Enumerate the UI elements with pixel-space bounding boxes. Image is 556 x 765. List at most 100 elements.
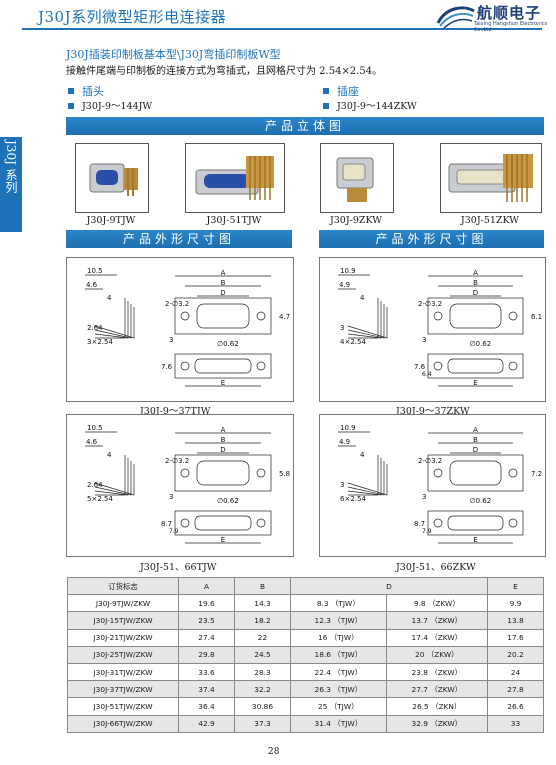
dimension-label: 4	[360, 451, 365, 459]
dimension-label: 10.5	[87, 424, 103, 432]
table-cell: 32.9 （ZKW）	[385, 714, 489, 733]
dimension-label: 2-∅3.2	[418, 457, 442, 465]
col-header: A	[178, 576, 235, 596]
table-cell: J30J-15TJW/ZKW	[67, 611, 179, 630]
table-cell: J30J-51TJW/ZKW	[67, 697, 179, 716]
header-rule	[22, 28, 542, 30]
table-cell: 23.8 （ZKW）	[385, 662, 489, 682]
dimension-label: 3	[340, 481, 344, 489]
pin-line	[347, 304, 385, 339]
mount-hole	[180, 518, 190, 528]
table-cell: 8.3 （TJW）	[290, 594, 387, 613]
dimension-letter: D	[473, 289, 478, 297]
pin-line	[347, 461, 385, 496]
shell-outline	[449, 460, 502, 486]
table-cell: 24	[487, 662, 544, 682]
drawing-caption: J30J-51、66ZKW	[396, 562, 476, 573]
table-cell: 31.4 （TJW）	[290, 714, 387, 733]
page-title: J30J系列微型矩形电连接器	[38, 8, 227, 26]
page-number: 28	[268, 747, 280, 757]
technical-drawing: 10.54.642.645×2.54ABD2-∅3.235.8∅0.62E8.7…	[85, 424, 290, 544]
bottom-shell	[194, 515, 252, 531]
table-cell: J30J-66TJW/ZKW	[67, 714, 179, 733]
dimension-label: 10.9	[340, 424, 356, 432]
dimension-label: 3	[340, 324, 344, 332]
dimension-label: 7.9	[169, 528, 179, 535]
table-cell: 24.5	[234, 645, 291, 664]
mount-hole	[256, 468, 266, 478]
dimension-label: 4	[360, 294, 365, 302]
mount-hole	[508, 518, 518, 528]
dimension-label: 3×2.54	[87, 338, 113, 346]
bottom-outline	[427, 353, 524, 379]
table-cell: 22.4 （TJW）	[290, 662, 387, 682]
col-header: D	[290, 576, 488, 596]
dimension-letter: E	[473, 536, 477, 544]
pin-line	[347, 301, 382, 339]
table-cell: 17.6	[487, 628, 544, 647]
dimension-label: 4.7	[279, 313, 290, 321]
dimension-letter: D	[473, 446, 478, 454]
table-cell: J30J-25TJW/ZKW	[67, 645, 179, 664]
brand-name: 航顺电子	[477, 4, 542, 22]
square-bullet-icon	[68, 103, 74, 109]
dimension-label: 6×2.54	[340, 495, 366, 503]
mount-hole	[433, 311, 443, 321]
table-cell: 32.2	[234, 680, 291, 699]
dimension-label: 4.9	[339, 281, 350, 289]
pin-line	[348, 455, 379, 496]
mount-hole	[508, 468, 518, 478]
mount-hole	[180, 311, 190, 321]
mount-hole	[180, 361, 190, 371]
mount-hole	[256, 361, 266, 371]
mount-hole	[433, 518, 443, 528]
flange-outline	[427, 454, 524, 492]
dimension-letter: B	[473, 279, 478, 287]
table-cell: 13.7 （ZKW）	[385, 611, 489, 630]
dimension-label: 4.9	[339, 438, 350, 446]
table-cell: 9.9	[487, 594, 544, 613]
product-photo-9zkw	[320, 143, 394, 213]
socket-range: J30J-9～144ZKW	[337, 101, 417, 112]
dimension-label: 2.64	[87, 481, 103, 489]
pin-line	[347, 458, 382, 496]
side-tab-label: J30J 系列	[4, 140, 18, 193]
flange-outline	[174, 297, 272, 335]
dimension-label: 2-∅3.2	[418, 300, 442, 308]
dimension-label: ∅0.62	[470, 497, 492, 505]
dimension-label: 4	[107, 451, 112, 459]
table-cell: 18.2	[234, 611, 291, 630]
dimension-label: ∅0.62	[470, 340, 492, 348]
intro-title: J30J插装印制板基本型\J30J弯插印制板W型	[66, 48, 281, 61]
dimension-letter: A	[473, 426, 478, 434]
mount-hole	[433, 468, 443, 478]
table-cell: 17.4 （ZKW）	[385, 628, 489, 647]
pin-line	[94, 307, 135, 339]
dimension-label: 7.6	[414, 363, 426, 371]
dimension-label: 8.7	[414, 520, 425, 528]
table-cell: 36.4	[178, 697, 235, 716]
col-header: B	[234, 576, 291, 596]
section-dims-bar-right: 产品外形尺寸图	[319, 230, 544, 248]
bottom-outline	[174, 353, 272, 379]
pin-line	[94, 461, 132, 496]
dimension-letter: D	[220, 289, 225, 297]
dimension-letter: B	[221, 436, 226, 444]
drawing-caption: J30J-51、66TJW	[140, 562, 217, 573]
square-bullet-icon	[323, 103, 329, 109]
dimension-label: 7.9	[422, 528, 432, 535]
pin-line	[94, 301, 129, 339]
photo-caption: J30J-51TJW	[206, 215, 262, 226]
mount-hole	[256, 311, 266, 321]
table-cell: 42.9	[178, 714, 235, 733]
dimension-letter: B	[221, 279, 226, 287]
section-dims-bar-left: 产品外形尺寸图	[66, 230, 292, 248]
dimension-label: 4	[107, 294, 112, 302]
table-cell: 22	[234, 628, 291, 647]
